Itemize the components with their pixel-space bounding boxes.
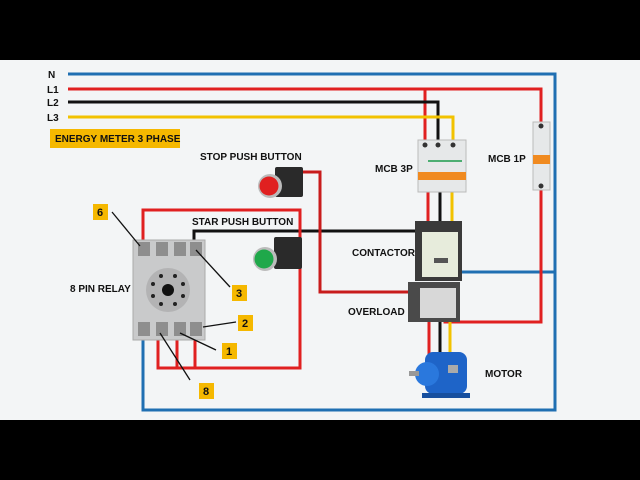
- pin-label-6: 6: [97, 207, 103, 219]
- overload-relay: [408, 282, 460, 322]
- relay-label: 8 PIN RELAY: [70, 284, 131, 295]
- wiring-diagram: N L1 L2 L3 ENERGY METER 3 PHASE STOP PUS…: [0, 60, 640, 420]
- pin-arrows: [111, 211, 237, 381]
- stop-button-label: STOP PUSH BUTTON: [200, 152, 302, 163]
- stop-push-button[interactable]: [258, 167, 303, 198]
- pin-label-2: 2: [242, 318, 248, 330]
- mcb3p-label: MCB 3P: [375, 164, 413, 175]
- contactor-label: CONTACTOR: [352, 248, 416, 259]
- pin-badge-3: [232, 285, 247, 301]
- pin-label-8: 8: [203, 386, 209, 398]
- overload-label: OVERLOAD: [348, 307, 405, 318]
- pin-badge-6: [93, 204, 108, 220]
- diagram-canvas: N L1 L2 L3 ENERGY METER 3 PHASE STOP PUS…: [47, 70, 557, 412]
- motor: [409, 352, 470, 398]
- label-l2: L2: [47, 98, 59, 109]
- wire-l2: [68, 100, 440, 145]
- star-push-button[interactable]: [253, 237, 302, 271]
- pin-badge-1: [222, 343, 237, 359]
- mcb1p-label: MCB 1P: [488, 154, 526, 165]
- pin-badge-8: [199, 383, 214, 399]
- pin-label-1: 1: [226, 346, 232, 358]
- energy-meter-label: ENERGY METER 3 PHASE: [55, 134, 181, 145]
- mcb-1p: [532, 121, 551, 191]
- label-l3: L3: [47, 113, 59, 124]
- mcb-3p: [417, 139, 467, 193]
- energy-meter-box: [50, 129, 180, 148]
- wire-l3: [68, 115, 455, 145]
- contactor: [415, 221, 462, 281]
- pin-label-3: 3: [236, 288, 242, 300]
- label-n: N: [48, 70, 55, 81]
- wire-neutral: [68, 72, 557, 412]
- motor-label: MOTOR: [485, 369, 523, 380]
- star-button-label: STAR PUSH BUTTON: [192, 217, 293, 228]
- relay-base: [132, 239, 206, 341]
- pin-badge-2: [238, 315, 253, 331]
- label-l1: L1: [47, 85, 59, 96]
